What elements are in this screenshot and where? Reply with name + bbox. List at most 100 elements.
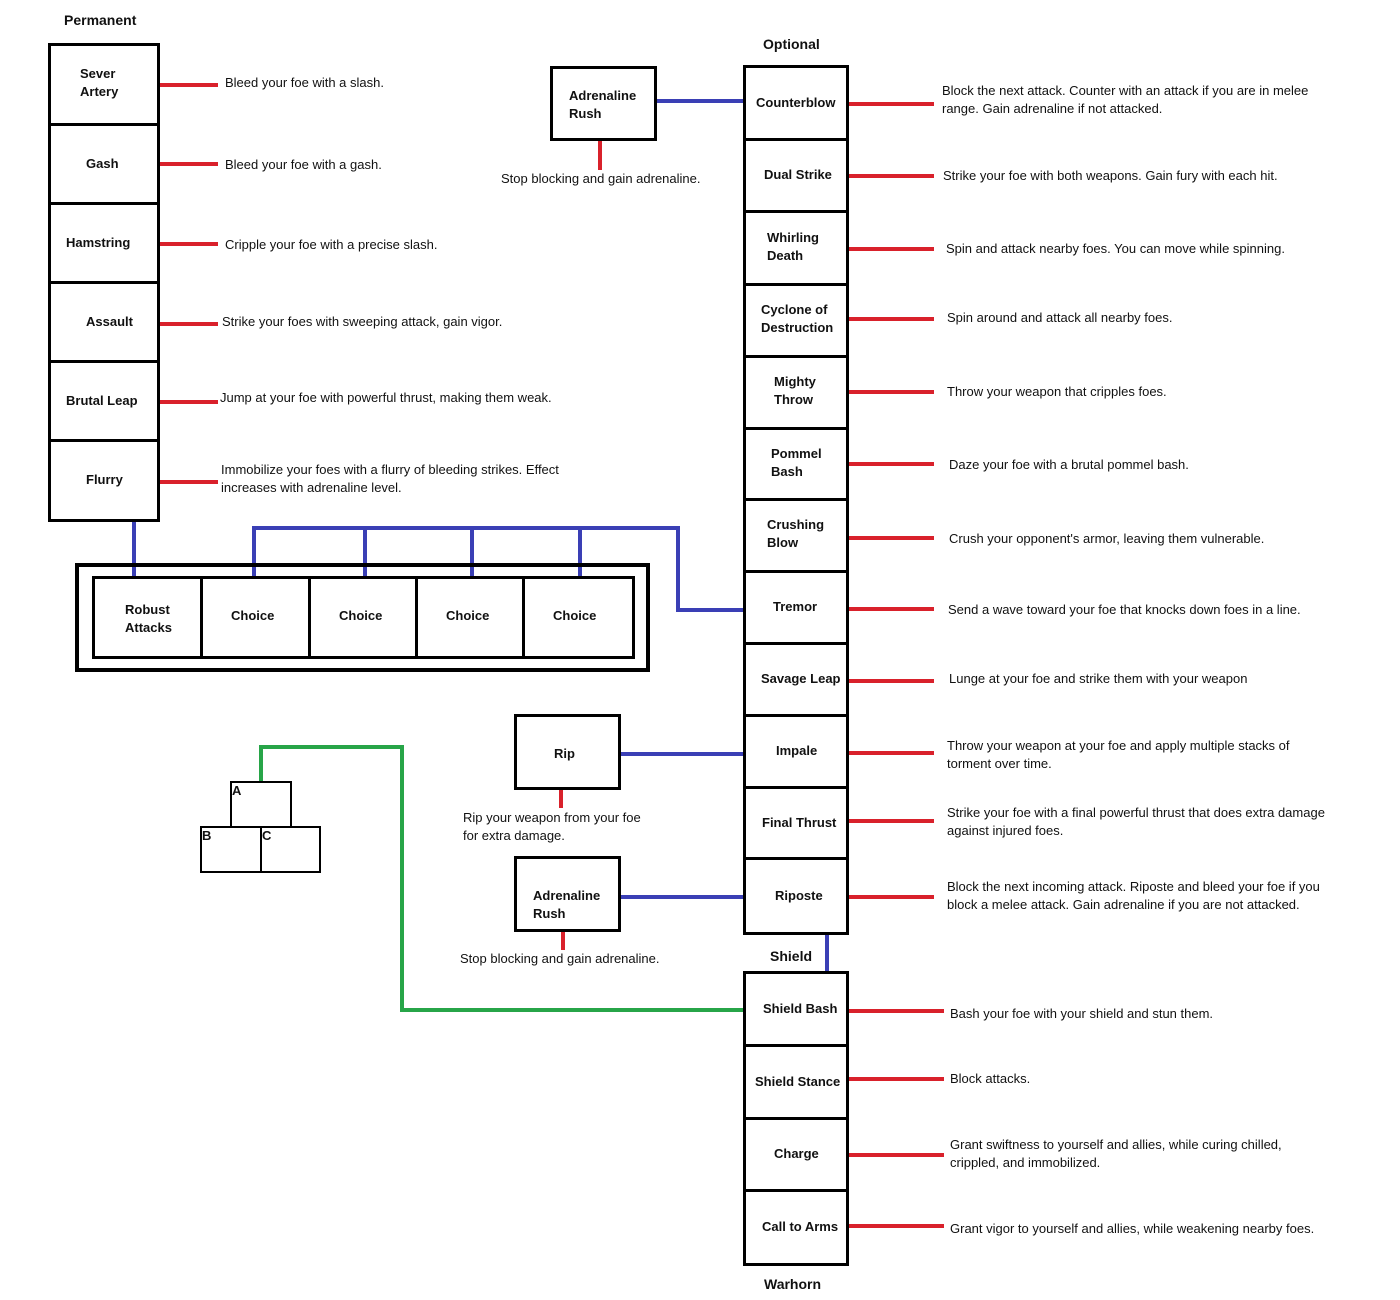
optional-skill-dual-strike[interactable]: Dual Strike [743,138,849,213]
optional-skill-crushing-blow[interactable]: Crushing Blow [743,498,849,573]
permanent-skill-sever-artery-label: Sever Artery [80,66,119,99]
optional-skill-desc-dual-strike: Strike your foe with both weapons. Gain … [943,168,1278,183]
choice-slot-2[interactable]: Choice [200,576,311,659]
choice-slot-3[interactable]: Choice [308,576,418,659]
side-skill-rip-2-label: Rip [554,746,575,761]
optional-skill-desc-pommel-bash: Daze your foe with a brutal pommel bash. [949,457,1189,472]
optional-skill-counterblow-label: Counterblow [756,94,836,110]
header-permanent: Permanent [64,12,137,28]
permanent-skill-desc-assault: Strike your foes with sweeping attack, g… [222,314,503,329]
optional-skill-crushing-blow-label: Crushing Blow [767,517,825,550]
legend-box-a[interactable]: A [230,781,292,828]
permanent-skill-gash-label: Gash [86,155,119,171]
header-optional: Optional [763,36,820,52]
optional-skill-mighty-throw[interactable]: Mighty Throw [743,355,849,430]
optional-skill-final-thrust[interactable]: Final Thrust [743,786,849,860]
choice-slot-4[interactable]: Choice [415,576,525,659]
choice-slot-5-label: Choice [553,608,597,623]
connector-green-legend-to-shield [259,745,745,1012]
legend-box-c[interactable]: C [260,826,321,873]
optional-skill-impale[interactable]: Impale [743,714,849,789]
permanent-skill-gash[interactable]: Gash [48,123,160,205]
optional-skill-final-thrust-label: Final Thrust [762,814,837,830]
optional-skill-desc-counterblow: Block the next attack. Counter with an a… [942,83,1309,116]
skill-desc-charge: Grant swiftness to yourself and allies, … [950,1137,1282,1170]
skill-desc-shield-stance: Block attacks. [950,1071,1031,1086]
optional-skill-whirling-death-label: Whirling Death [767,229,819,263]
permanent-skill-assault[interactable]: Assault [48,281,160,363]
optional-skill-pommel-bash[interactable]: Pommel Bash [743,427,849,501]
optional-skill-desc-whirling-death: Spin and attack nearby foes. You can mov… [946,241,1285,256]
optional-skill-desc-crushing-blow: Crush your opponent's armor, leaving the… [949,531,1265,546]
optional-skill-savage-leap-label: Savage Leap [761,671,841,686]
permanent-skill-sever-artery[interactable]: Sever Artery [48,43,160,126]
permanent-skill-hamstring[interactable]: Hamstring [48,202,160,284]
side-skill-adrenaline-rush-1[interactable]: Adrenaline Rush [550,66,657,141]
skill-call-to-arms-label: Call to Arms [762,1219,839,1234]
choice-slot-5[interactable]: Choice [522,576,635,659]
legend-box-b-label: B [202,828,212,843]
optional-skill-desc-tremor: Send a wave toward your foe that knocks … [948,602,1301,617]
skill-shield-bash-label: Shield Bash [763,1000,838,1016]
skill-desc-shield-bash: Bash your foe with your shield and stun … [950,1006,1214,1021]
legend-box-b[interactable]: B [200,826,262,873]
permanent-skill-brutal-leap-label: Brutal Leap [66,392,138,408]
optional-skill-desc-mighty-throw: Throw your weapon that cripples foes. [947,384,1167,399]
permanent-skill-desc-brutal-leap: Jump at your foe with powerful thrust, m… [220,390,552,405]
legend-box-c-label: C [262,828,272,843]
side-skill-desc-2: Rip your weapon from your foe for extra … [463,810,641,843]
optional-skill-desc-cyclone-of-destruction: Spin around and attack all nearby foes. [947,310,1173,325]
optional-skill-whirling-death[interactable]: Whirling Death [743,210,849,286]
side-skill-adrenaline-rush-3[interactable]: Adrenaline Rush [514,856,621,932]
optional-skill-tremor[interactable]: Tremor [743,570,849,645]
permanent-skill-assault-label: Assault [86,313,133,329]
optional-skill-counterblow[interactable]: Counterblow [743,65,849,141]
choice-slot-4-label: Choice [446,608,490,623]
optional-skill-pommel-bash-label: Pommel Bash [771,445,822,479]
optional-skill-cyclone-of-destruction[interactable]: Cyclone of Destruction [743,283,849,358]
optional-skill-desc-riposte: Block the next incoming attack. Riposte … [947,879,1320,912]
side-skill-desc-1: Stop blocking and gain adrenaline. [501,171,701,186]
choice-row-frame [75,563,650,672]
connector-blue-choices-to-tremor [252,526,745,612]
side-skill-rip-2[interactable]: Rip [514,714,621,790]
optional-skill-savage-leap[interactable]: Savage Leap [743,642,849,717]
header-warhorn: Warhorn [764,1276,822,1292]
optional-skill-desc-savage-leap: Lunge at your foe and strike them with y… [949,671,1248,686]
skill-charge[interactable]: Charge [743,1117,849,1192]
choice-slot-1[interactable]: Robust Attacks [92,576,203,659]
side-skill-adrenaline-rush-1-label: Adrenaline Rush [569,88,637,121]
legend-box-a-label: A [232,783,242,798]
optional-skill-dual-strike-label: Dual Strike [764,167,832,182]
skill-shield-stance-label: Shield Stance [755,1073,841,1089]
skill-charge-label: Charge [774,1146,819,1161]
optional-skill-riposte[interactable]: Riposte [743,857,849,935]
choice-slot-3-label: Choice [339,608,383,623]
header-shield: Shield [770,948,813,964]
skill-shield-bash[interactable]: Shield Bash [743,971,849,1047]
permanent-skill-desc-sever-artery: Bleed your foe with a slash. [225,75,384,90]
optional-skill-desc-impale: Throw your weapon at your foe and apply … [947,738,1290,771]
choice-slot-2-label: Choice [231,608,275,623]
skill-call-to-arms[interactable]: Call to Arms [743,1189,849,1266]
optional-skill-desc-final-thrust: Strike your foe with a final powerful th… [947,805,1325,838]
skill-shield-stance[interactable]: Shield Stance [743,1044,849,1120]
optional-skill-cyclone-of-destruction-label: Cyclone of Destruction [761,302,834,335]
choice-slot-1-label: Robust Attacks [125,602,172,635]
optional-skill-tremor-label: Tremor [773,599,818,614]
permanent-skill-desc-hamstring: Cripple your foe with a precise slash. [225,237,438,252]
skill-desc-call-to-arms: Grant vigor to yourself and allies, whil… [950,1221,1315,1236]
permanent-skill-desc-flurry: Immobilize your foes with a flurry of bl… [221,462,559,495]
optional-skill-impale-label: Impale [776,743,818,758]
permanent-skill-flurry[interactable]: Flurry [48,439,160,522]
permanent-skill-desc-gash: Bleed your foe with a gash. [225,157,382,172]
permanent-skill-flurry-label: Flurry [86,472,123,487]
side-skill-adrenaline-rush-3-label: Adrenaline Rush [533,888,601,921]
side-skill-desc-3: Stop blocking and gain adrenaline. [460,951,660,966]
permanent-skill-hamstring-label: Hamstring [66,234,131,250]
optional-skill-mighty-throw-label: Mighty Throw [774,374,816,407]
permanent-skill-brutal-leap[interactable]: Brutal Leap [48,360,160,442]
optional-skill-riposte-label: Riposte [775,887,823,903]
